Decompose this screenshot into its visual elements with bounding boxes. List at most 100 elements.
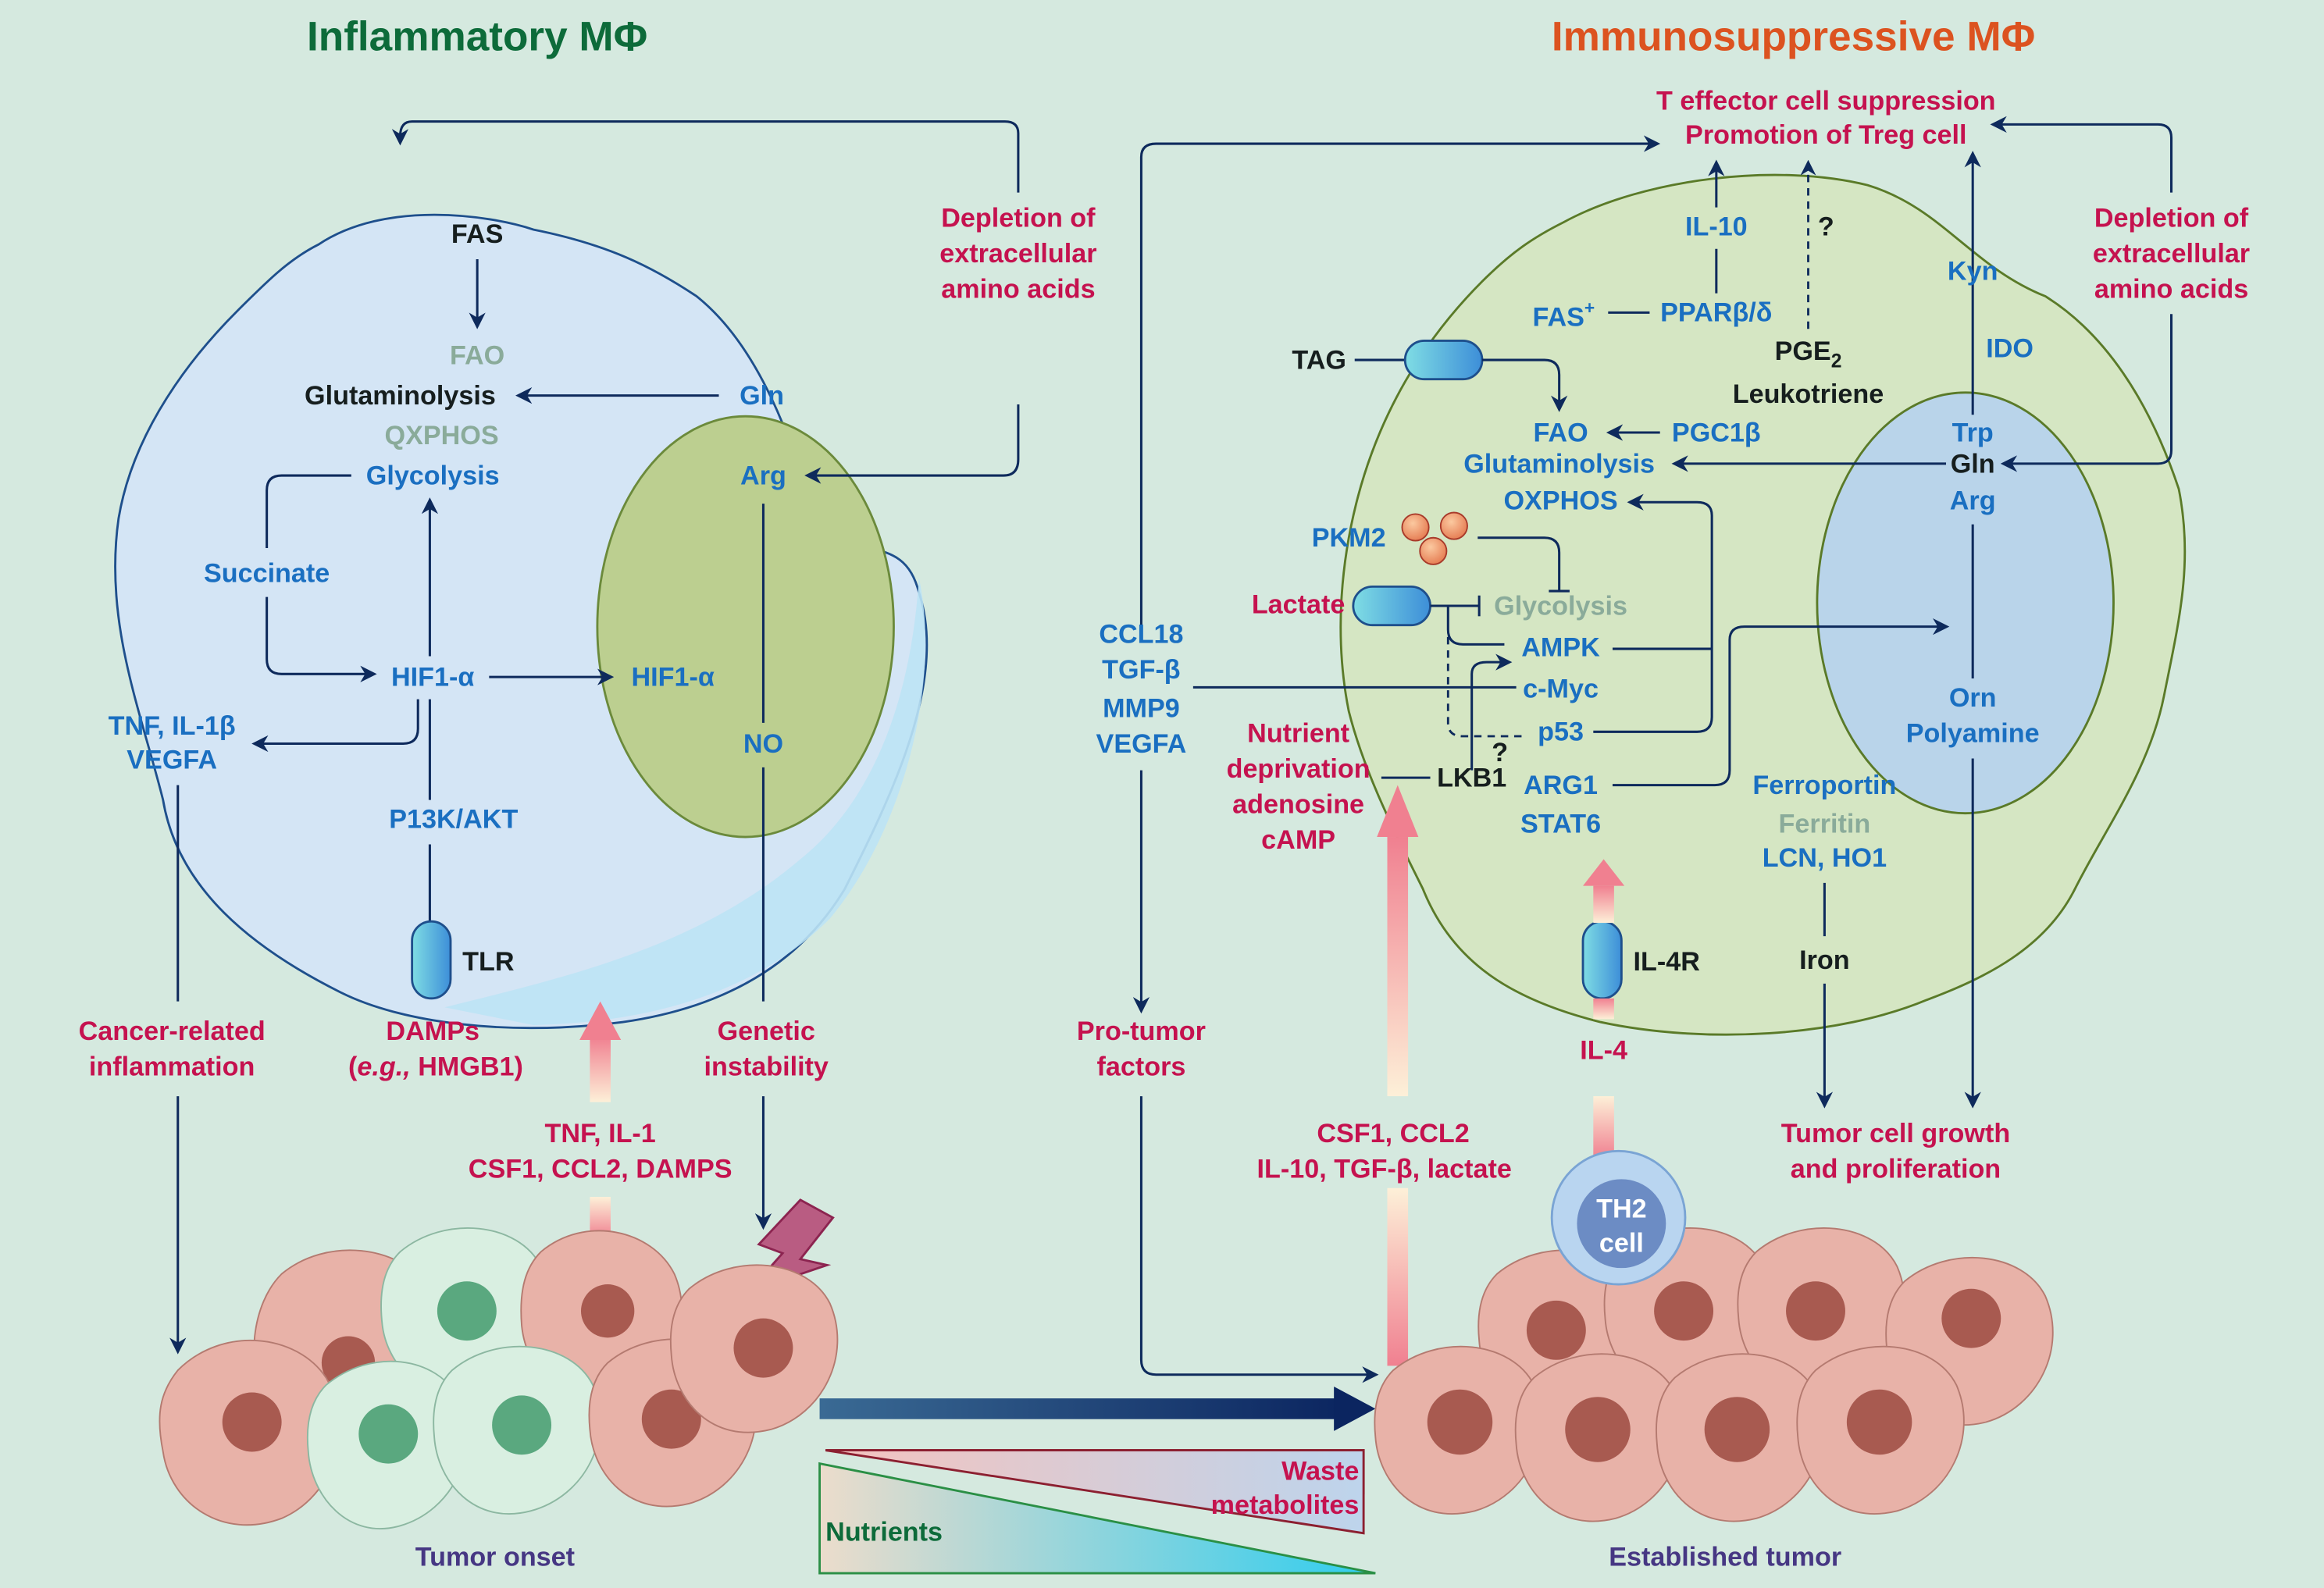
fas-plus-label: FAS+	[1532, 297, 1595, 332]
left-nucleus	[596, 415, 895, 839]
glutaminolysis-right-label: Glutaminolysis	[1463, 449, 1655, 479]
svg-text:cell: cell	[1599, 1228, 1644, 1258]
orn-label: Orn	[1949, 683, 1997, 713]
svg-text:DAMPs: DAMPs	[386, 1017, 479, 1046]
polyamine-label: Polyamine	[1906, 719, 2040, 749]
gln-label: Gln	[740, 381, 784, 411]
established-tumor-label: Established tumor	[1609, 1543, 1841, 1572]
tag-label: TAG	[1292, 345, 1346, 375]
arg-label: Arg	[740, 461, 786, 490]
lactate-transporter	[1352, 585, 1431, 627]
pkm2-tetramer-icon	[1401, 511, 1468, 565]
pge2-label: PGE2	[1775, 336, 1842, 372]
tumor-cell	[1796, 1345, 1965, 1515]
no-label: NO	[743, 729, 783, 759]
question-mark-2: ?	[1492, 738, 1508, 767]
tlr-receptor	[411, 920, 452, 1000]
stat6-label: STAT6	[1520, 809, 1601, 839]
svg-text:Waste: Waste	[1281, 1456, 1359, 1486]
svg-text:CCL18: CCL18	[1099, 619, 1183, 649]
damps-label: DAMPs (e.g., HMGB1)	[348, 1017, 523, 1082]
fao-right-label: FAO	[1533, 418, 1588, 447]
trp-label: Trp	[1952, 418, 1994, 447]
svg-text:and proliferation: and proliferation	[1791, 1154, 2001, 1184]
lcn-ho1-label: LCN, HO1	[1763, 843, 1887, 873]
glutaminolysis-label: Glutaminolysis	[305, 381, 496, 411]
tumor-cell	[669, 1264, 839, 1433]
svg-text:CSF1, CCL2: CSF1, CCL2	[1317, 1119, 1469, 1148]
pkm2-label: PKM2	[1312, 523, 1386, 553]
hif1a-label: HIF1-α	[391, 662, 474, 692]
svg-text:Nutrients: Nutrients	[825, 1517, 943, 1547]
il4r-label: IL-4R	[1634, 947, 1700, 977]
lkb1-label: LKB1	[1437, 764, 1506, 793]
il4-label: IL-4	[1580, 1036, 1627, 1066]
tumor-cell	[1656, 1353, 1824, 1522]
fao-label: FAO	[450, 341, 504, 371]
svg-text:IL-10, TGF-β, lactate: IL-10, TGF-β, lactate	[1257, 1154, 1512, 1184]
vegfa-label: VEGFA	[127, 746, 217, 775]
lactate-label: Lactate	[1252, 590, 1346, 620]
svg-text:Nutrient: Nutrient	[1247, 719, 1349, 749]
ido-label: IDO	[1986, 333, 2034, 363]
tumor-cell	[159, 1339, 340, 1526]
svg-text:amino acids: amino acids	[2094, 274, 2248, 304]
svg-text:amino acids: amino acids	[941, 274, 1095, 304]
pro-tumor-factors-label: Pro-tumor factors	[1077, 1017, 1206, 1082]
secreted-factors-label: CCL18 TGF-β MMP9 VEGFA	[1096, 619, 1187, 758]
svg-text:inflammation: inflammation	[89, 1052, 255, 1082]
pi3k-akt-label: P13K/AKT	[389, 805, 518, 835]
ppar-label: PPARβ/δ	[1660, 298, 1772, 328]
kyn-label: Kyn	[1948, 257, 1998, 287]
svg-text:factors: factors	[1096, 1052, 1185, 1082]
leukotriene-label: Leukotriene	[1733, 379, 1884, 409]
right-title: Immunosuppressive MΦ	[1552, 14, 2035, 60]
nutrients-triangle	[818, 1462, 1376, 1575]
pgc1b-label: PGC1β	[1672, 418, 1761, 447]
svg-text:TH2: TH2	[1596, 1195, 1647, 1224]
arg-right-label: Arg	[1950, 486, 1996, 516]
svg-text:VEGFA: VEGFA	[1096, 729, 1187, 759]
svg-text:extracellular: extracellular	[2093, 239, 2250, 269]
arg1-label: ARG1	[1524, 771, 1598, 800]
svg-text:adenosine: adenosine	[1232, 790, 1364, 820]
nutrient-deprivation-label: Nutrient deprivation adenosine cAMP	[1227, 719, 1371, 856]
tumor-onset-cells	[159, 1227, 839, 1529]
left-secreted-factors: TNF, IL-1 CSF1, CCL2, DAMPS	[469, 1119, 732, 1184]
svg-text:Pro-tumor: Pro-tumor	[1077, 1017, 1206, 1046]
progression-arrow	[819, 1386, 1376, 1431]
svg-text:MMP9: MMP9	[1103, 693, 1180, 723]
gln-right-label: Gln	[1951, 449, 1995, 479]
succinate-label: Succinate	[204, 559, 330, 589]
svg-text:metabolites: metabolites	[1211, 1490, 1360, 1520]
oxphos-label: OXPHOS	[1503, 486, 1617, 516]
treg-effect-label: T effector cell suppression Promotion of…	[1656, 86, 1996, 150]
fas-label: FAS	[451, 219, 503, 249]
tumor-onset-label: Tumor onset	[415, 1543, 575, 1572]
svg-text:Cancer-related: Cancer-related	[79, 1017, 266, 1046]
ferritin-label: Ferritin	[1779, 809, 1871, 839]
il10-label: IL-10	[1685, 212, 1748, 242]
svg-text:TNF, IL-1: TNF, IL-1	[545, 1119, 656, 1148]
svg-text:T effector cell suppression: T effector cell suppression	[1656, 86, 1996, 116]
tumor-growth-label: Tumor cell growth and proliferation	[1781, 1119, 2010, 1184]
svg-text:Promotion of Treg cell: Promotion of Treg cell	[1685, 120, 1966, 150]
svg-text:cAMP: cAMP	[1261, 825, 1335, 855]
glycolysis-label: Glycolysis	[366, 461, 500, 490]
cmyc-label: c-Myc	[1523, 675, 1599, 704]
qxphos-label: QXPHOS	[385, 421, 499, 450]
tag-transporter	[1403, 339, 1484, 381]
tumor-secreted-label: CSF1, CCL2 IL-10, TGF-β, lactate	[1257, 1119, 1512, 1184]
glycolysis-right-label: Glycolysis	[1494, 591, 1627, 621]
genetic-instability-label: Genetic instability	[704, 1017, 829, 1082]
center-pink-arrow	[1377, 785, 1419, 1366]
svg-text:Genetic: Genetic	[718, 1017, 815, 1046]
left-depletion-label: Depletion of extracellular amino acids	[939, 203, 1096, 304]
cancer-inflammation-label: Cancer-related inflammation	[79, 1017, 266, 1082]
il4-pink-arrow	[1583, 859, 1625, 1159]
svg-text:(e.g., HMGB1): (e.g., HMGB1)	[348, 1052, 523, 1082]
established-tumor-cells	[1374, 1227, 2054, 1522]
svg-text:CSF1, CCL2, DAMPS: CSF1, CCL2, DAMPS	[469, 1154, 732, 1184]
immunosuppressive-macrophage: IL-10 ? FAS+ PPARβ/δ PGE2 Leukotriene Ky…	[1192, 151, 2187, 1109]
